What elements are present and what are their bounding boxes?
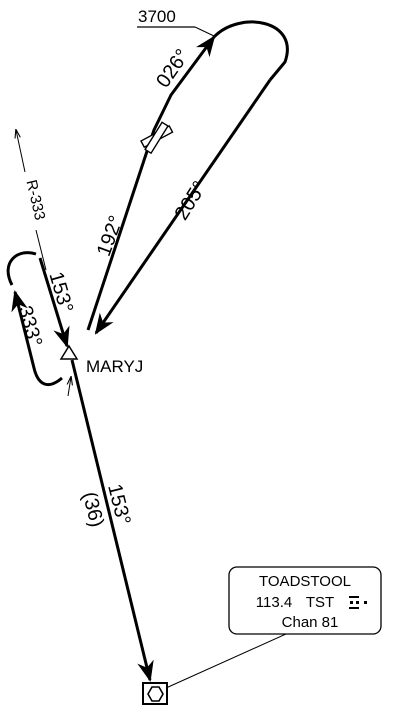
radial-line-lower (35, 229, 47, 271)
return-leg: 205° (94, 79, 272, 335)
navaid-info-box: TOADSTOOL 113.4 TST Chan 81 (228, 566, 382, 635)
hold-outbound-label: 333° (13, 303, 46, 349)
altitude-leader (194, 26, 215, 37)
triangle-fix-icon (59, 344, 79, 360)
return-leg-path (94, 79, 272, 335)
altitude-constraint: 3700 (137, 7, 215, 37)
final-distance-label: (36) (78, 490, 108, 530)
radial-line-upper (16, 130, 26, 173)
course-label-205: 205° (171, 177, 212, 224)
morse-code-icon (349, 596, 367, 609)
crossing-x-icon (140, 121, 174, 155)
fix-maryj: MARYJ (59, 344, 143, 376)
climb-leg-path (86, 35, 216, 331)
navaid-ident: TST (306, 594, 334, 611)
radial-r333: R-333 (16, 130, 49, 271)
radial-label: R-333 (23, 178, 49, 222)
hold-inbound-label: 153° (44, 269, 77, 315)
lead-in-arrow (68, 377, 71, 397)
holding-outbound-leg (11, 289, 63, 387)
holding-inbound-leg (38, 257, 70, 349)
holding-pattern: 153° 333° (6, 251, 77, 387)
course-label-192: 192° (93, 213, 128, 259)
final-leg: 153° (36) (70, 359, 154, 683)
turn-loop-top (212, 20, 289, 81)
holding-top-turn (6, 251, 37, 286)
navaid-frequency: 113.4 (256, 594, 292, 611)
final-leg-path (70, 359, 154, 683)
altitude-label: 3700 (138, 7, 176, 26)
navaid-channel: Chan 81 (282, 614, 339, 631)
fix-name: MARYJ (86, 357, 143, 376)
course-label-026: 026° (152, 45, 194, 92)
navaid-name: TOADSTOOL (259, 573, 351, 590)
vortac-hexagon-icon (142, 682, 168, 705)
navaid-leader (165, 633, 287, 689)
